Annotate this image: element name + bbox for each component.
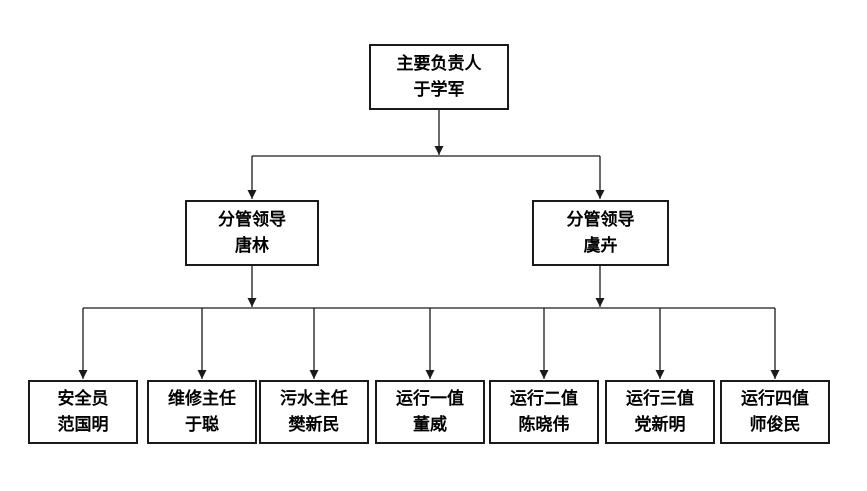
org-node-manager-1: 分管领导 唐林 xyxy=(185,200,319,266)
node-name: 虞卉 xyxy=(583,236,618,255)
org-node-staff-shift-4: 运行四值 师俊民 xyxy=(720,380,830,444)
node-name: 陈晓伟 xyxy=(518,415,570,434)
node-name: 党新明 xyxy=(634,415,686,434)
org-node-staff-shift-2: 运行二值 陈晓伟 xyxy=(489,380,599,444)
org-node-staff-shift-1: 运行一值 董威 xyxy=(375,380,485,444)
node-title: 主要负责人 xyxy=(396,54,482,73)
node-name: 于聪 xyxy=(185,415,219,434)
org-node-staff-maintenance: 维修主任 于聪 xyxy=(147,380,257,444)
node-title: 分管领导 xyxy=(218,210,286,229)
node-title: 运行一值 xyxy=(396,389,464,408)
node-title: 运行二值 xyxy=(510,389,578,408)
org-node-root: 主要负责人 于学军 xyxy=(369,44,509,110)
node-name: 董威 xyxy=(413,415,447,434)
node-title: 维修主任 xyxy=(168,389,236,408)
node-name: 樊新民 xyxy=(288,415,340,434)
node-name: 唐林 xyxy=(235,236,269,255)
node-title: 污水主任 xyxy=(280,389,348,408)
node-title: 运行四值 xyxy=(741,389,809,408)
org-node-staff-safety: 安全员 范国明 xyxy=(28,380,138,444)
org-node-staff-sewage: 污水主任 樊新民 xyxy=(259,380,369,444)
node-title: 安全员 xyxy=(57,389,109,408)
node-name: 于学军 xyxy=(413,80,465,99)
node-title: 分管领导 xyxy=(566,210,635,229)
org-node-manager-2: 分管领导 虞卉 xyxy=(532,200,669,266)
org-node-staff-shift-3: 运行三值 党新明 xyxy=(605,380,715,444)
node-name: 范国明 xyxy=(57,415,109,434)
node-name: 师俊民 xyxy=(749,415,801,434)
node-title: 运行三值 xyxy=(626,389,694,408)
